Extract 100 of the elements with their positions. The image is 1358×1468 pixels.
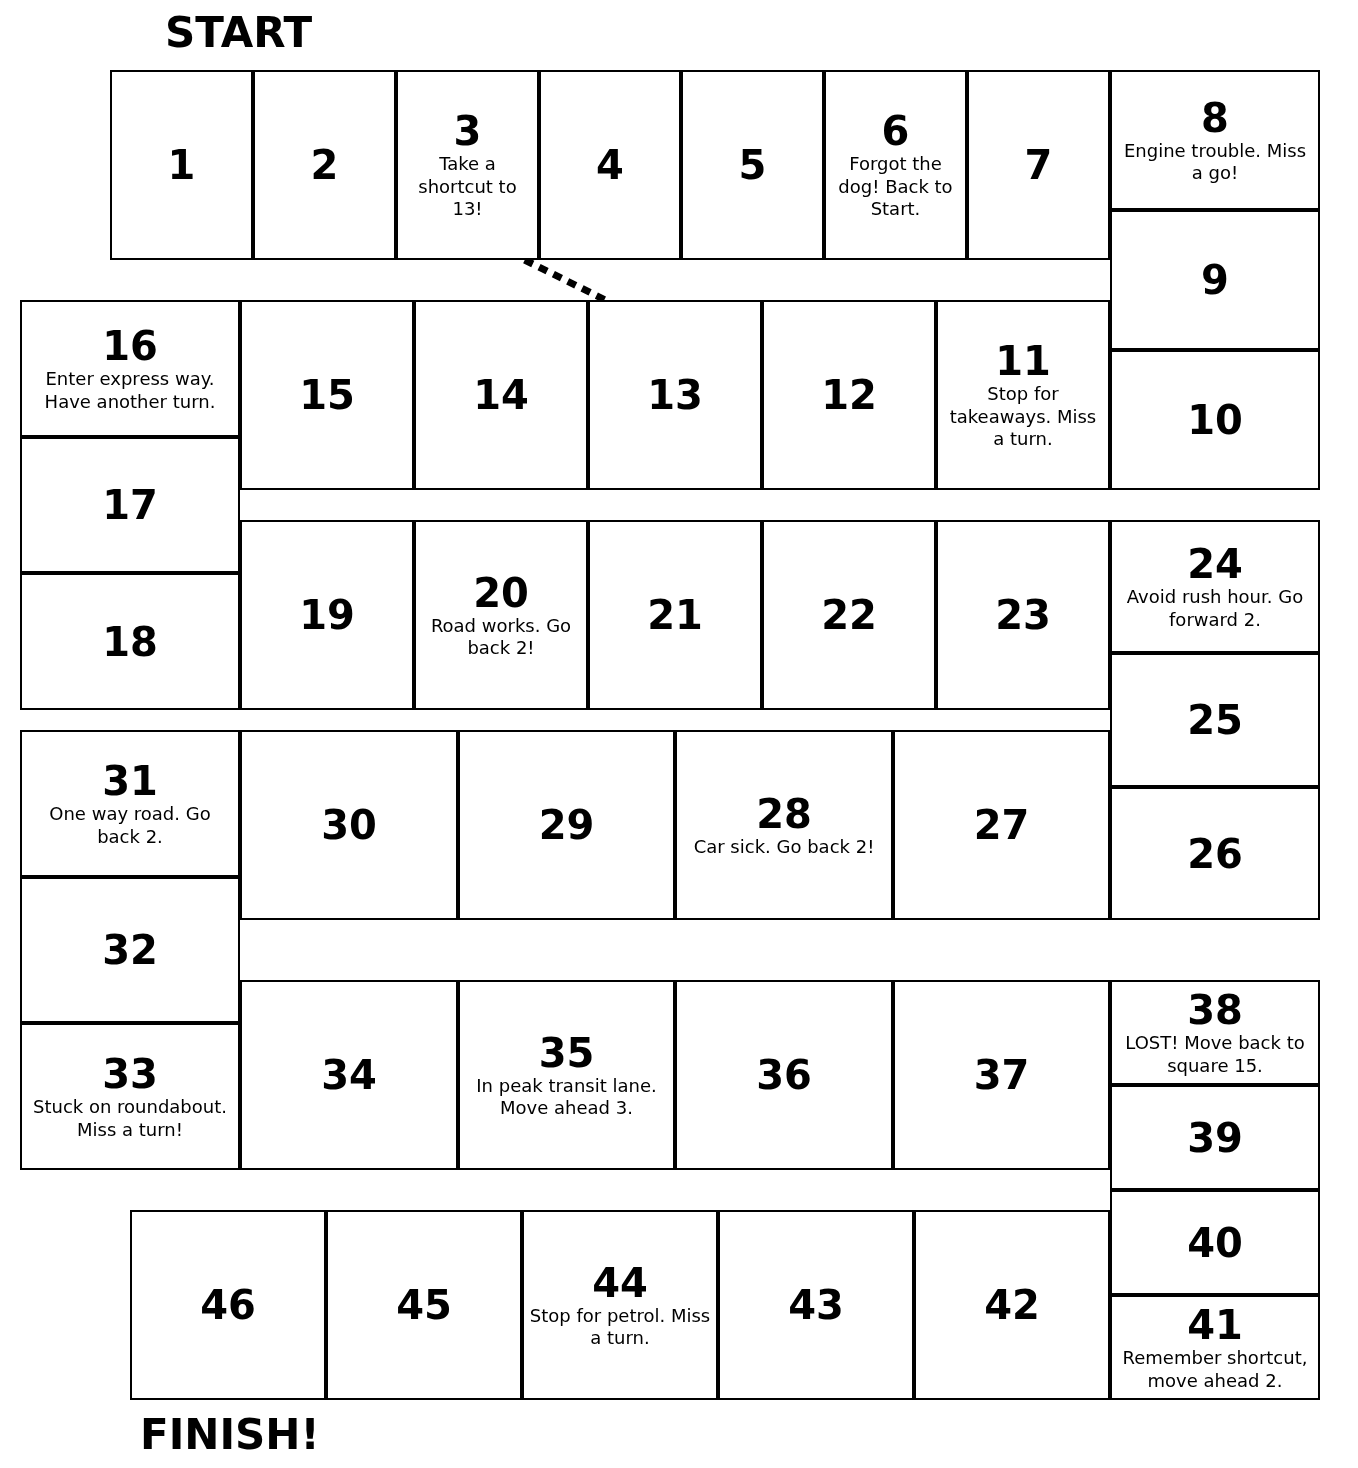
square-number: 6 bbox=[881, 109, 910, 154]
finish-label: FINISH! bbox=[140, 1410, 320, 1459]
square-instruction: LOST! Move back to square 15. bbox=[1124, 1032, 1306, 1077]
square-instruction: In peak transit lane. Move ahead 3. bbox=[475, 1074, 658, 1120]
square-number: 4 bbox=[596, 143, 624, 187]
square-instruction: Take a shortcut to 13! bbox=[417, 153, 518, 221]
square-number: 17 bbox=[102, 483, 158, 527]
board-square bbox=[20, 1023, 240, 1170]
square-number: 39 bbox=[1187, 1115, 1243, 1160]
board-square bbox=[936, 300, 1110, 490]
board-square bbox=[1110, 70, 1320, 210]
square-instruction: One way road. Go back 2. bbox=[48, 803, 212, 848]
square-number: 36 bbox=[756, 1053, 812, 1097]
square-number: 25 bbox=[1187, 698, 1243, 742]
square-number: 23 bbox=[995, 593, 1051, 637]
board-square bbox=[1110, 1190, 1320, 1295]
square-number: 19 bbox=[299, 593, 355, 637]
square-number: 22 bbox=[821, 593, 877, 637]
square-number: 1 bbox=[167, 143, 196, 187]
square-number: 43 bbox=[788, 1283, 844, 1327]
square-number: 38 bbox=[1187, 988, 1243, 1032]
square-number: 20 bbox=[473, 570, 529, 615]
square-number: 15 bbox=[299, 373, 355, 417]
board-square bbox=[20, 437, 240, 573]
board-square bbox=[718, 1210, 914, 1400]
square-number: 2 bbox=[310, 143, 339, 187]
board-square bbox=[1110, 210, 1320, 350]
square-number: 34 bbox=[321, 1053, 377, 1097]
board-square bbox=[967, 70, 1110, 260]
board-square bbox=[1110, 1085, 1320, 1190]
board-square bbox=[675, 980, 893, 1170]
square-number: 32 bbox=[102, 928, 158, 972]
board-square bbox=[522, 1210, 718, 1400]
square-number: 29 bbox=[538, 803, 595, 847]
square-number: 30 bbox=[321, 803, 377, 847]
square-number: 46 bbox=[200, 1283, 256, 1327]
board-square bbox=[914, 1210, 1110, 1400]
square-number: 10 bbox=[1187, 398, 1243, 442]
square-number: 31 bbox=[102, 759, 158, 803]
board-square bbox=[20, 300, 240, 437]
square-number: 7 bbox=[1024, 143, 1053, 187]
board-square bbox=[762, 300, 936, 490]
square-number: 13 bbox=[647, 373, 703, 417]
square-number: 41 bbox=[1187, 1303, 1243, 1347]
board-square bbox=[893, 980, 1110, 1170]
square-number: 45 bbox=[396, 1283, 452, 1327]
board-square bbox=[414, 520, 588, 710]
board-square bbox=[110, 70, 253, 260]
square-number: 28 bbox=[756, 791, 812, 836]
square-number: 16 bbox=[102, 324, 158, 368]
square-number: 37 bbox=[973, 1053, 1030, 1097]
board-square bbox=[1110, 787, 1320, 920]
board-square bbox=[396, 70, 539, 260]
board-square bbox=[20, 877, 240, 1023]
square-instruction: Forgot the dog! Back to Start. bbox=[837, 153, 954, 221]
square-number: 26 bbox=[1187, 831, 1243, 876]
board-square bbox=[1110, 350, 1320, 490]
square-instruction: Remember shortcut, move ahead 2. bbox=[1121, 1347, 1309, 1392]
square-number: 40 bbox=[1187, 1220, 1243, 1265]
board-square bbox=[675, 730, 893, 920]
square-instruction: Enter express way. Have another turn. bbox=[43, 368, 217, 413]
board-square bbox=[20, 573, 240, 710]
board-square bbox=[240, 520, 414, 710]
square-number: 21 bbox=[647, 593, 703, 637]
board-square bbox=[240, 980, 458, 1170]
board-square bbox=[414, 300, 588, 490]
square-number: 18 bbox=[102, 619, 158, 664]
square-number: 8 bbox=[1201, 95, 1229, 140]
square-instruction: Engine trouble. Miss a go! bbox=[1122, 139, 1308, 185]
square-instruction: Stuck on roundabout. Miss a turn! bbox=[32, 1096, 228, 1141]
board-square bbox=[681, 70, 824, 260]
square-number: 5 bbox=[738, 143, 767, 187]
square-number: 9 bbox=[1201, 258, 1229, 302]
board-square bbox=[1110, 653, 1320, 787]
board-square bbox=[936, 520, 1110, 710]
square-number: 44 bbox=[592, 1260, 648, 1305]
square-number: 12 bbox=[821, 373, 877, 417]
board-square bbox=[588, 520, 762, 710]
board-square bbox=[1110, 1295, 1320, 1400]
square-number: 24 bbox=[1187, 542, 1243, 586]
board-square bbox=[20, 730, 240, 877]
board-square bbox=[326, 1210, 522, 1400]
square-instruction: Car sick. Go back 2! bbox=[693, 835, 875, 859]
board-square bbox=[588, 300, 762, 490]
start-label: START bbox=[165, 8, 313, 57]
board-square bbox=[130, 1210, 326, 1400]
board-square bbox=[539, 70, 681, 260]
board-square bbox=[458, 730, 675, 920]
square-number: 14 bbox=[473, 373, 529, 417]
board-square bbox=[762, 520, 936, 710]
square-instruction: Road works. Go back 2! bbox=[429, 614, 573, 660]
square-number: 11 bbox=[995, 339, 1051, 384]
board-square bbox=[458, 980, 675, 1170]
square-instruction: Avoid rush hour. Go forward 2. bbox=[1125, 586, 1305, 631]
board-square bbox=[893, 730, 1110, 920]
board-square bbox=[824, 70, 967, 260]
square-instruction: Stop for takeaways. Miss a turn. bbox=[948, 383, 1098, 451]
square-number: 27 bbox=[973, 803, 1030, 847]
square-number: 42 bbox=[984, 1283, 1040, 1327]
board-square bbox=[253, 70, 396, 260]
